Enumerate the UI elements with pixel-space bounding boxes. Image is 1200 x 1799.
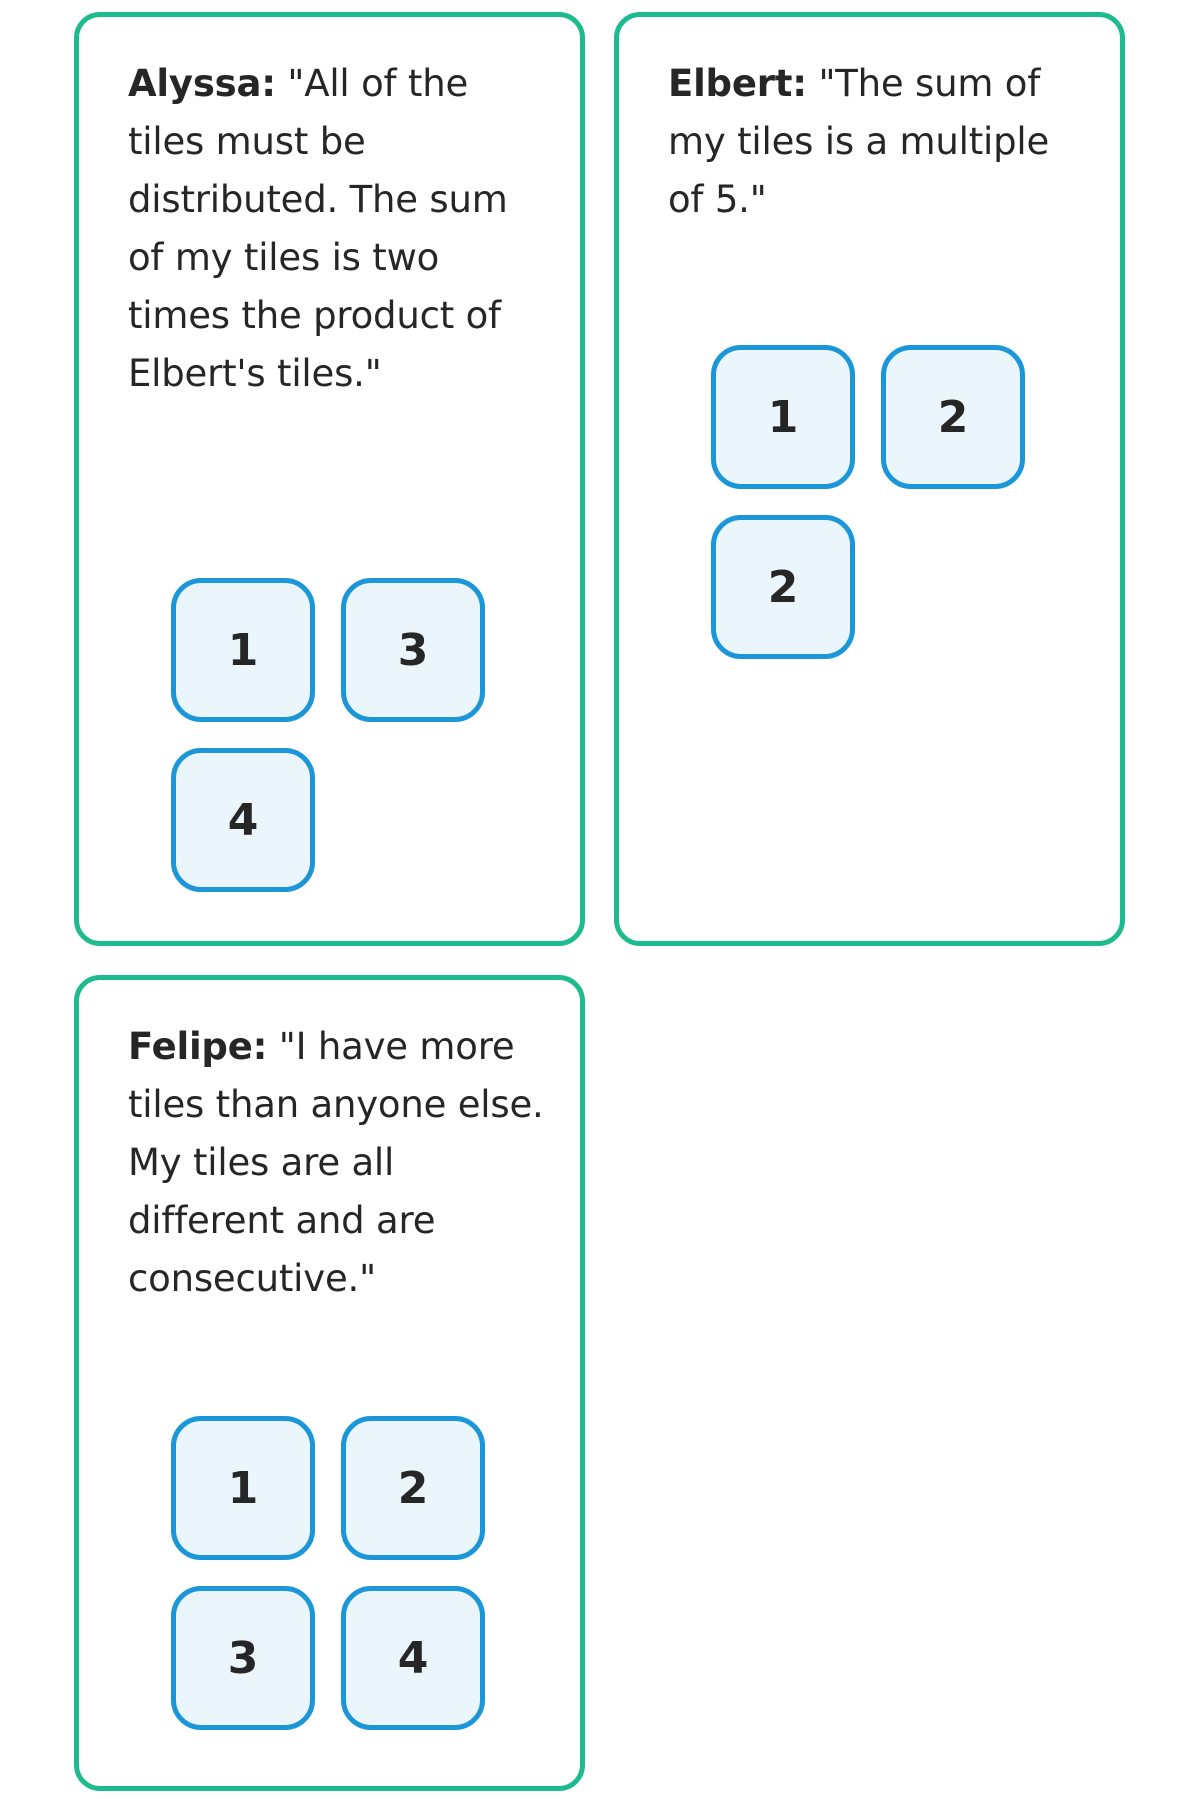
statement-card-elbert: Elbert: "The sum of my tiles is a multip… [614, 12, 1125, 946]
number-tile[interactable]: 4 [341, 1586, 485, 1730]
statement-text: Felipe: "I have more tiles than anyone e… [128, 1018, 548, 1308]
number-tile[interactable]: 2 [711, 515, 855, 659]
number-tile[interactable]: 4 [171, 748, 315, 892]
number-tile[interactable]: 1 [171, 1416, 315, 1560]
speaker-quote: "The sum of my tiles is a multiple of 5.… [668, 62, 1050, 221]
speaker-quote: "All of the tiles must be distributed. T… [128, 62, 508, 395]
statement-text: Alyssa: "All of the tiles must be distri… [128, 55, 548, 403]
number-tile[interactable]: 2 [341, 1416, 485, 1560]
speaker-name: Felipe: [128, 1025, 268, 1068]
speaker-quote: "I have more tiles than anyone else. My … [128, 1025, 544, 1300]
statement-card-alyssa: Alyssa: "All of the tiles must be distri… [74, 12, 585, 946]
statement-card-felipe: Felipe: "I have more tiles than anyone e… [74, 975, 585, 1791]
speaker-name: Elbert: [668, 62, 807, 105]
number-tile[interactable]: 3 [341, 578, 485, 722]
speaker-name: Alyssa: [128, 62, 276, 105]
number-tile[interactable]: 3 [171, 1586, 315, 1730]
statement-text: Elbert: "The sum of my tiles is a multip… [668, 55, 1088, 229]
number-tile[interactable]: 1 [711, 345, 855, 489]
number-tile[interactable]: 2 [881, 345, 1025, 489]
number-tile[interactable]: 1 [171, 578, 315, 722]
